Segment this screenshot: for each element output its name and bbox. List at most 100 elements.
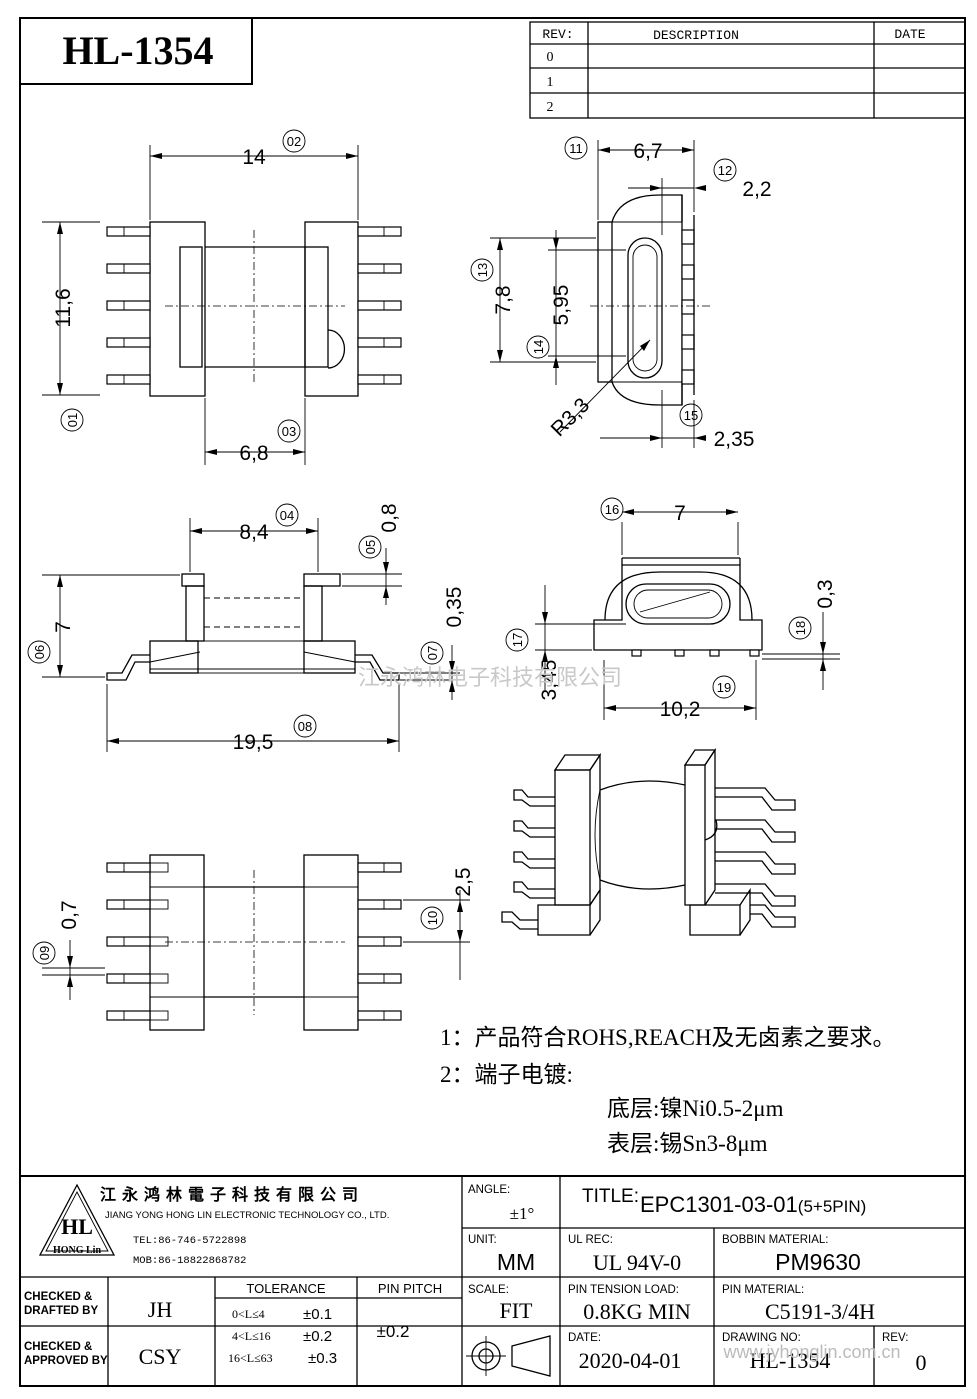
rev-row-1: 1 (547, 75, 554, 90)
dim-14: 14 (242, 146, 266, 169)
tolerance-label: TOLERANCE (246, 1281, 326, 1296)
dim-2-35: 2,35 (714, 428, 755, 451)
unit-value: MM (497, 1249, 535, 1275)
part-number-title: HL-1354 (62, 28, 213, 73)
bobbin-value: PM9630 (775, 1249, 861, 1275)
bubble-02: 02 (287, 134, 301, 149)
company-tel: TEL:86-746-5722898 (133, 1235, 246, 1247)
svg-text:HL: HL (61, 1214, 93, 1239)
rev-label: REV: (882, 1332, 908, 1344)
dim-7-end: 7 (674, 502, 686, 525)
title-block: HL HONG Lin 江永鸿林電子科技有限公司 JIANG YONG HONG… (20, 1175, 965, 1386)
drawing-label: DRAWING NO: (722, 1332, 801, 1344)
rev-row-0: 0 (547, 50, 554, 65)
end-view: 7 16 3,45 17 0,3 18 10,2 19 (505, 497, 840, 721)
tol-range-2: 4<L≤16 (232, 1329, 271, 1343)
dim-10-2: 10,2 (660, 698, 701, 721)
note-4: 表层:锡Sn3-8μm (607, 1131, 768, 1156)
unit-label: UNIT: (468, 1234, 497, 1246)
dim-8-4: 8,4 (239, 521, 269, 544)
bubble-19: 19 (717, 680, 731, 695)
drawing-value: HL-1354 (750, 1348, 831, 1373)
date-label: DATE: (568, 1332, 601, 1344)
dim-0-7: 0,7 (58, 900, 81, 929)
company-mob: MOB:86-18822868782 (133, 1255, 246, 1267)
pitch-label: PIN PITCH (378, 1281, 442, 1296)
tol-value-2: ±0.2 (303, 1328, 332, 1345)
pinmat-label: PIN MATERIAL: (722, 1284, 804, 1296)
bubble-07: 07 (425, 646, 440, 660)
bubble-18: 18 (793, 621, 808, 635)
drafted-label: DRAFTED BY (24, 1305, 98, 1317)
ul-value: UL 94V-0 (593, 1250, 681, 1275)
bubble-05: 05 (363, 540, 378, 554)
isometric-view (501, 747, 796, 936)
drafted-value: JH (148, 1297, 173, 1322)
approved-label: APPROVED BY (24, 1355, 108, 1367)
dim-2-5: 2,5 (452, 867, 475, 896)
dim-r3-3: R3,3 (547, 394, 595, 442)
dim-0-8: 0,8 (378, 503, 401, 532)
bubble-03: 03 (282, 424, 296, 439)
company-name-en: JIANG YONG HONG LIN ELECTRONIC TECHNOLOG… (105, 1210, 389, 1221)
top-view: 14 02 11,6 01 6,8 03 (42, 129, 402, 465)
dim-0-3: 0,3 (814, 579, 837, 608)
dim-7-front: 7 (52, 621, 75, 633)
tension-label: PIN TENSION LOAD: (568, 1284, 679, 1296)
dim-3-45: 3,45 (538, 660, 561, 701)
date-value: 2020-04-01 (579, 1348, 682, 1373)
dim-2-2: 2,2 (742, 178, 771, 201)
pitch-value: ±0.2 (377, 1322, 410, 1341)
tol-range-3: 16<L≤63 (228, 1351, 273, 1365)
bubble-17: 17 (510, 633, 525, 647)
ul-label: UL REC: (568, 1234, 613, 1246)
rev-value: 0 (916, 1350, 927, 1375)
angle-label: ANGLE: (468, 1184, 510, 1196)
tol-range-1: 0<L≤4 (232, 1307, 265, 1321)
bubble-13: 13 (475, 263, 490, 277)
website-watermark: www.jyhonglin.com.cn (722, 1342, 900, 1362)
note-2: 2：端子电镀: (440, 1062, 573, 1087)
revision-table: REV: DESCRIPTION DATE 0 1 2 (529, 21, 966, 119)
rev-col-header: REV: (542, 27, 573, 42)
dim-11-6: 11,6 (52, 288, 75, 327)
tol-value-3: ±0.3 (308, 1350, 337, 1367)
svg-text:HONG Lin: HONG Lin (53, 1245, 102, 1256)
bubble-14: 14 (531, 340, 546, 354)
note-1: 1：产品符合ROHS,REACH及无卤素之要求。 (440, 1025, 896, 1050)
tol-value-1: ±0.1 (303, 1306, 332, 1323)
notes: 1：产品符合ROHS,REACH及无卤素之要求。 2：端子电镀: 底层:镍Ni0… (440, 1025, 896, 1156)
bobbin-label: BOBBIN MATERIAL: (722, 1234, 829, 1246)
projection-symbol-icon (466, 1335, 551, 1377)
angle-value: ±1° (510, 1204, 535, 1223)
bubble-09: 09 (37, 946, 52, 960)
bubble-08: 08 (298, 719, 312, 734)
note-3: 底层:镍Ni0.5-2μm (607, 1096, 784, 1121)
date-col-header: DATE (894, 27, 925, 42)
dim-5-95: 5,95 (550, 285, 573, 326)
checked2-label: CHECKED & (24, 1341, 92, 1353)
watermark: 江永鸿林电子科技有限公司 (358, 666, 622, 691)
dim-6-8: 6,8 (239, 442, 268, 465)
bubble-06: 06 (32, 645, 47, 659)
company-name-cn: 江永鸿林電子科技有限公司 (100, 1185, 364, 1204)
dim-0-35: 0,35 (443, 587, 466, 628)
dim-19-5: 19,5 (233, 731, 274, 754)
bubble-12: 12 (718, 163, 732, 178)
tension-value: 0.8KG MIN (583, 1299, 691, 1324)
rev-row-2: 2 (547, 100, 554, 115)
scale-label: SCALE: (468, 1284, 509, 1296)
part-number-box: HL-1354 (20, 18, 253, 85)
bubble-04: 04 (280, 508, 294, 523)
sheet-border (19, 17, 966, 1387)
bubble-16: 16 (605, 502, 619, 517)
bubble-10: 10 (425, 911, 440, 925)
bubble-11: 11 (569, 141, 583, 156)
bottom-view: 0,7 09 2,5 10 (32, 854, 475, 1031)
bubble-01: 01 (65, 413, 80, 427)
title-value: EPC1301-03-01(5+5PIN) (640, 1192, 866, 1217)
checked-label: CHECKED & (24, 1291, 92, 1303)
company-logo: HL HONG Lin (38, 1183, 116, 1256)
bubble-15: 15 (684, 408, 698, 423)
